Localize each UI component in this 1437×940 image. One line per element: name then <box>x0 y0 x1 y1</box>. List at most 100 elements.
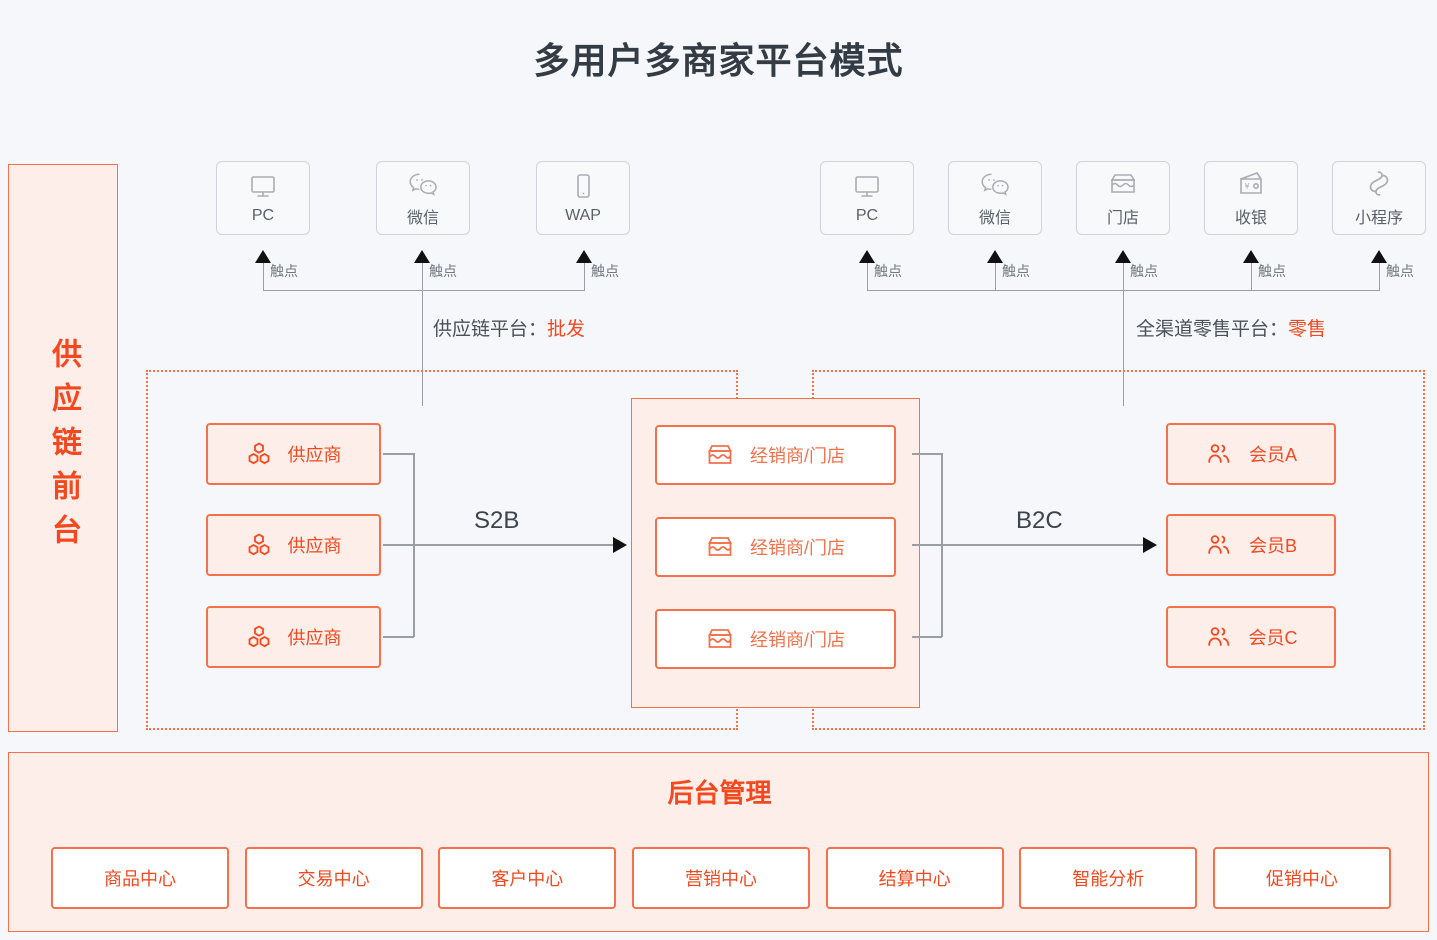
channel-label: PC <box>855 207 879 224</box>
touchpoint-arrow-cashier <box>1243 250 1259 263</box>
supplier-label: 供应商 <box>287 536 342 556</box>
admin-panel: 后台管理 商品中心 交易中心 客户中心 营销中心 结算中心 智能分析 促销中心 <box>8 752 1429 932</box>
shop-icon <box>706 535 734 559</box>
b2c-arrow-line <box>912 544 1145 546</box>
touchpoint-arrow-wechat-left <box>414 250 430 263</box>
dealer-box-2[interactable]: 经销商/门店 <box>655 517 896 577</box>
touchpoint-arrow-wechat-right <box>987 250 1003 263</box>
b2c-arrow-head <box>1143 537 1157 553</box>
flow-label-s2b: S2B <box>474 507 520 534</box>
mobile-icon <box>573 171 593 203</box>
monitor-icon <box>852 171 882 203</box>
supplier-box-2[interactable]: 供应商 <box>206 514 381 576</box>
channel-card-miniprogram[interactable]: 小程序 <box>1332 161 1426 235</box>
channel-label: 收银 <box>1234 210 1267 227</box>
svg-text:¥: ¥ <box>1245 182 1250 191</box>
admin-module-smart-analytics[interactable]: 智能分析 <box>1019 847 1198 909</box>
dealer-label: 经销商/门店 <box>749 630 845 650</box>
member-box-a[interactable]: 会员A <box>1166 423 1336 485</box>
users-icon <box>1205 625 1233 649</box>
admin-module-product-center[interactable]: 商品中心 <box>51 847 229 909</box>
supplier-label: 供应商 <box>287 445 342 465</box>
left-platform-caption: 供应链平台：批发 <box>433 314 585 341</box>
channel-card-wap-left[interactable]: WAP <box>536 161 630 235</box>
touchpoint-label: 触点 <box>429 263 457 279</box>
member-label: 会员C <box>1248 628 1298 648</box>
hexagon-cluster-icon <box>246 532 272 558</box>
admin-module-promotion-center[interactable]: 促销中心 <box>1212 847 1391 909</box>
dealer-label: 经销商/门店 <box>749 538 845 558</box>
touchpoint-label: 触点 <box>270 263 298 279</box>
flow-label-b2c: B2C <box>1016 507 1063 534</box>
users-icon <box>1205 442 1233 466</box>
hexagon-cluster-icon <box>246 624 272 650</box>
channel-label: WAP <box>565 207 601 224</box>
hexagon-cluster-icon <box>246 441 272 467</box>
admin-module-settlement-center[interactable]: 结算中心 <box>825 847 1004 909</box>
touchpoint-stem-wechat-left <box>422 262 423 406</box>
dealer-bracket-top <box>912 453 942 455</box>
channel-label: 微信 <box>406 210 439 227</box>
shop-icon <box>706 627 734 651</box>
member-box-b[interactable]: 会员B <box>1166 514 1336 576</box>
channel-label: 微信 <box>978 210 1011 227</box>
cashier-icon: ¥ <box>1235 168 1267 200</box>
member-label: 会员B <box>1248 536 1297 556</box>
channel-card-wechat-right[interactable]: 微信 <box>948 161 1042 235</box>
sidebar-label: 供应链前台 <box>47 338 80 558</box>
supplier-box-3[interactable]: 供应商 <box>206 606 381 668</box>
monitor-icon <box>248 171 278 203</box>
touchpoint-label: 触点 <box>1130 263 1158 279</box>
channel-card-cashier[interactable]: ¥ 收银 <box>1204 161 1298 235</box>
supplier-bracket-top <box>383 453 414 455</box>
channel-card-store[interactable]: 门店 <box>1076 161 1170 235</box>
touchpoint-stem-pc-right <box>867 262 868 291</box>
miniprogram-icon <box>1364 168 1394 200</box>
touchpoint-stem-pc-left <box>263 262 264 291</box>
s2b-arrow-head <box>613 537 627 553</box>
dealer-box-1[interactable]: 经销商/门店 <box>655 425 896 485</box>
dealer-box-3[interactable]: 经销商/门店 <box>655 609 896 669</box>
touchpoint-label: 触点 <box>1258 263 1286 279</box>
member-label: 会员A <box>1248 445 1297 465</box>
touchpoint-stem-store <box>1123 262 1124 406</box>
touchpoint-arrow-wap <box>576 250 592 263</box>
touchpoint-stem-wechat-right <box>995 262 996 291</box>
admin-module-customer-center[interactable]: 客户中心 <box>438 847 617 909</box>
touchpoint-label: 触点 <box>1386 263 1414 279</box>
touchpoint-label: 触点 <box>591 263 619 279</box>
touchpoint-label: 触点 <box>874 263 902 279</box>
left-platform-prefix: 供应链平台： <box>433 319 548 340</box>
right-platform-value: 零售 <box>1288 319 1327 340</box>
touchpoint-arrow-store <box>1115 250 1131 263</box>
touchpoint-stem-wap <box>584 262 585 291</box>
page-title: 多用户多商家平台模式 <box>533 40 904 81</box>
left-platform-value: 批发 <box>547 319 586 340</box>
touchpoint-arrow-miniprogram <box>1371 250 1387 263</box>
channel-card-pc-right[interactable]: PC <box>820 161 914 235</box>
touchpoint-label: 触点 <box>1002 263 1030 279</box>
supplier-box-1[interactable]: 供应商 <box>206 423 381 485</box>
channel-card-wechat-left[interactable]: 微信 <box>376 161 470 235</box>
touchpoint-arrow-pc-left <box>255 250 271 263</box>
touchpoint-bus-left <box>263 290 585 291</box>
s2b-arrow-line <box>383 544 615 546</box>
member-box-c[interactable]: 会员C <box>1166 606 1336 668</box>
admin-panel-title: 后台管理 <box>667 778 772 808</box>
right-platform-caption: 全渠道零售平台：零售 <box>1136 314 1326 341</box>
supplier-label: 供应商 <box>287 628 342 648</box>
channel-label: 门店 <box>1106 210 1139 227</box>
users-icon <box>1205 533 1233 557</box>
channel-label: PC <box>251 207 275 224</box>
shop-icon <box>706 443 734 467</box>
dealer-bracket-bottom <box>912 636 942 638</box>
wechat-icon <box>979 168 1011 200</box>
sidebar-supply-chain-frontend: 供应链前台 <box>8 164 118 732</box>
admin-module-transaction-center[interactable]: 交易中心 <box>244 847 423 909</box>
touchpoint-arrow-pc-right <box>859 250 875 263</box>
admin-module-marketing-center[interactable]: 营销中心 <box>631 847 810 909</box>
touchpoint-stem-cashier <box>1251 262 1252 291</box>
dealer-label: 经销商/门店 <box>749 446 845 466</box>
channel-card-pc-left[interactable]: PC <box>216 161 310 235</box>
